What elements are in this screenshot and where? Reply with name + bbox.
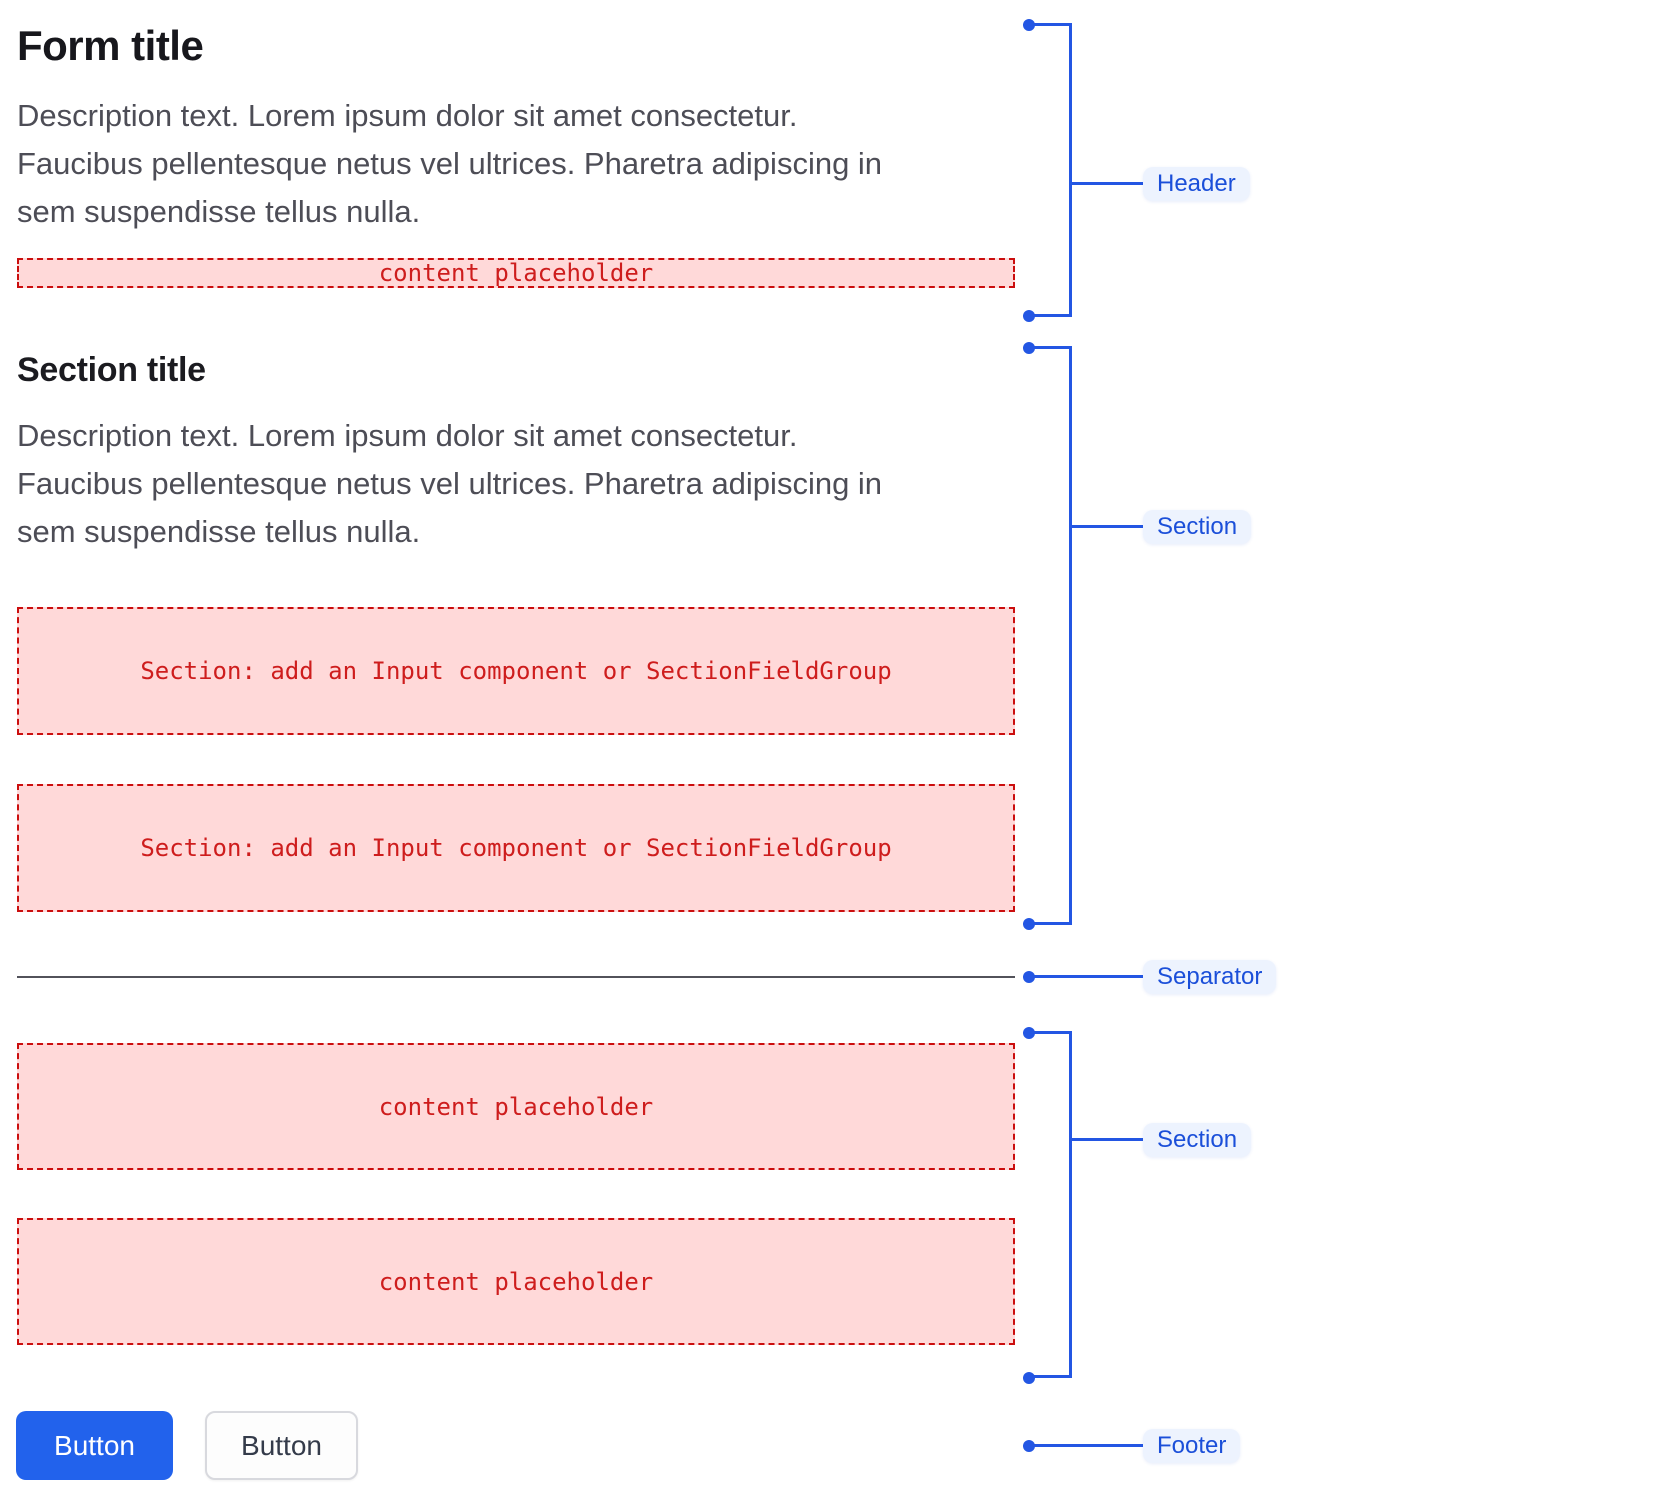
header-bracket-line xyxy=(1069,23,1072,317)
section1-annotation-label: Section xyxy=(1143,510,1252,544)
separator-label-connector xyxy=(1034,975,1143,978)
description-line: Description text. Lorem ipsum dolor sit … xyxy=(17,98,798,133)
section-input-placeholder: Section: add an Input component or Secti… xyxy=(17,784,1015,912)
description-line: sem suspendisse tellus nulla. xyxy=(17,194,421,229)
bracket-dot xyxy=(1023,971,1035,983)
description-line: Faucibus pellentesque netus vel ultrices… xyxy=(17,466,883,501)
header-annotation-label: Header xyxy=(1143,167,1250,201)
section2-bracket-line xyxy=(1069,1031,1072,1378)
description-line: Faucibus pellentesque netus vel ultrices… xyxy=(17,146,883,181)
section1-bracket-top xyxy=(1029,346,1072,349)
section-content-placeholder: content placeholder xyxy=(17,1043,1015,1170)
section2-bracket-top xyxy=(1029,1031,1072,1034)
form-description: Description text. Lorem ipsum dolor sit … xyxy=(17,92,1017,236)
section-title: Section title xyxy=(17,351,206,389)
description-line: Description text. Lorem ipsum dolor sit … xyxy=(17,418,798,453)
bracket-dot xyxy=(1023,310,1035,322)
bracket-dot xyxy=(1023,1372,1035,1384)
section1-label-connector xyxy=(1072,525,1143,528)
section-content-placeholder: content placeholder xyxy=(17,1218,1015,1345)
section2-annotation-label: Section xyxy=(1143,1123,1252,1157)
section2-bracket-bottom xyxy=(1029,1375,1072,1378)
primary-button[interactable]: Button xyxy=(16,1411,173,1480)
separator-line xyxy=(17,976,1015,978)
section-input-placeholder: Section: add an Input component or Secti… xyxy=(17,607,1015,735)
section-description: Description text. Lorem ipsum dolor sit … xyxy=(17,412,1017,556)
bracket-dot xyxy=(1023,918,1035,930)
footer-label-connector xyxy=(1034,1444,1143,1447)
section1-bracket-bottom xyxy=(1029,922,1072,925)
header-label-connector xyxy=(1072,182,1143,185)
separator-annotation-label: Separator xyxy=(1143,960,1277,994)
description-line: sem suspendisse tellus nulla. xyxy=(17,514,421,549)
section1-bracket-line xyxy=(1069,346,1072,925)
form-title: Form title xyxy=(17,22,204,69)
secondary-button[interactable]: Button xyxy=(205,1411,358,1480)
section2-label-connector xyxy=(1072,1138,1143,1141)
footer-annotation-label: Footer xyxy=(1143,1429,1241,1463)
header-content-placeholder: content placeholder xyxy=(17,258,1015,288)
bracket-dot xyxy=(1023,1440,1035,1452)
header-bracket-top xyxy=(1029,23,1072,26)
header-bracket-bottom xyxy=(1029,314,1072,317)
